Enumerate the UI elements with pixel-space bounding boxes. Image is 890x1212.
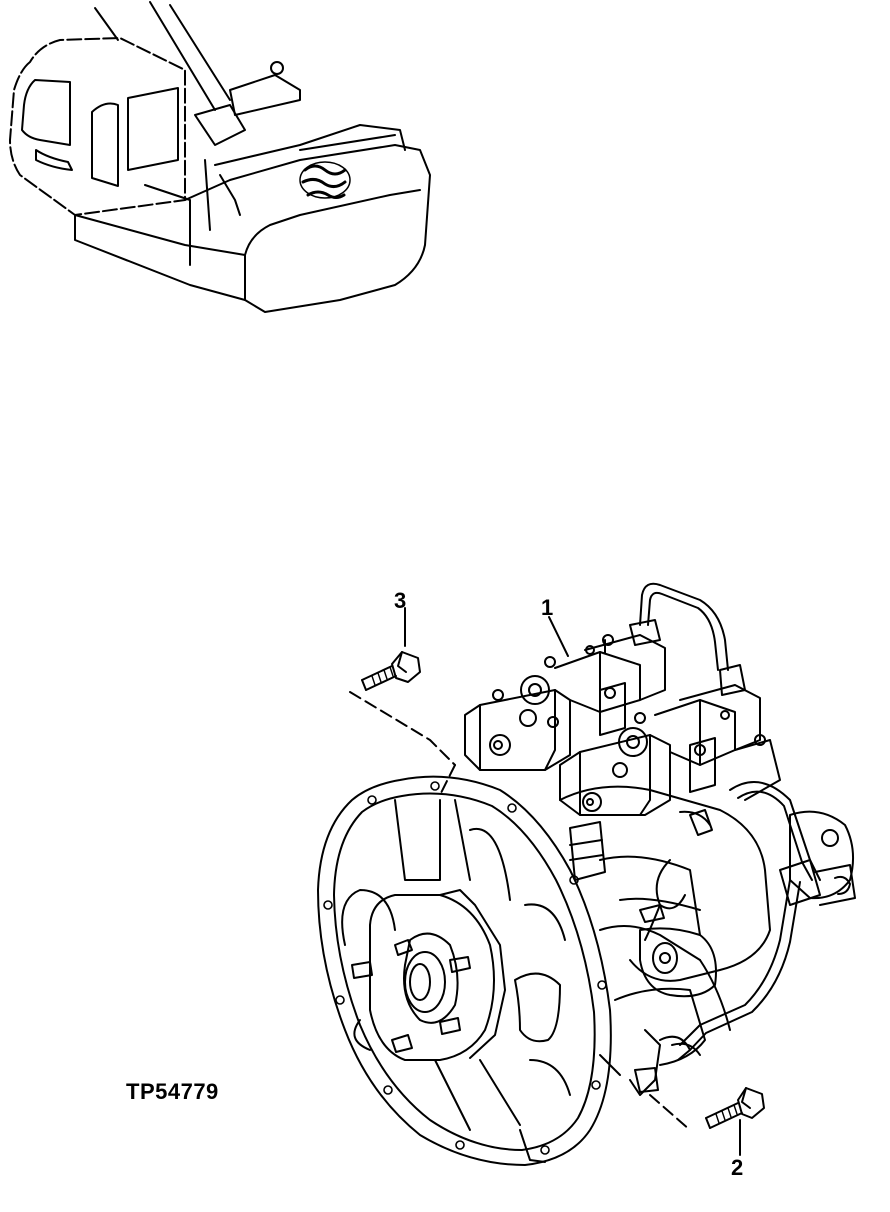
excavator-locator-view — [10, 2, 430, 312]
leader-line-2 — [650, 1095, 740, 1155]
pump-assembly — [318, 584, 855, 1165]
part-callout-1: 1 — [541, 595, 554, 620]
leader-line-1 — [549, 617, 568, 656]
leader-line-3 — [350, 608, 455, 795]
cap-screw-3 — [362, 652, 420, 690]
part-callout-2: 2 — [731, 1155, 744, 1180]
cap-screw-2 — [706, 1088, 764, 1128]
part-callout-3: 3 — [394, 588, 407, 613]
drawing-number: TP54779 — [126, 1079, 219, 1104]
